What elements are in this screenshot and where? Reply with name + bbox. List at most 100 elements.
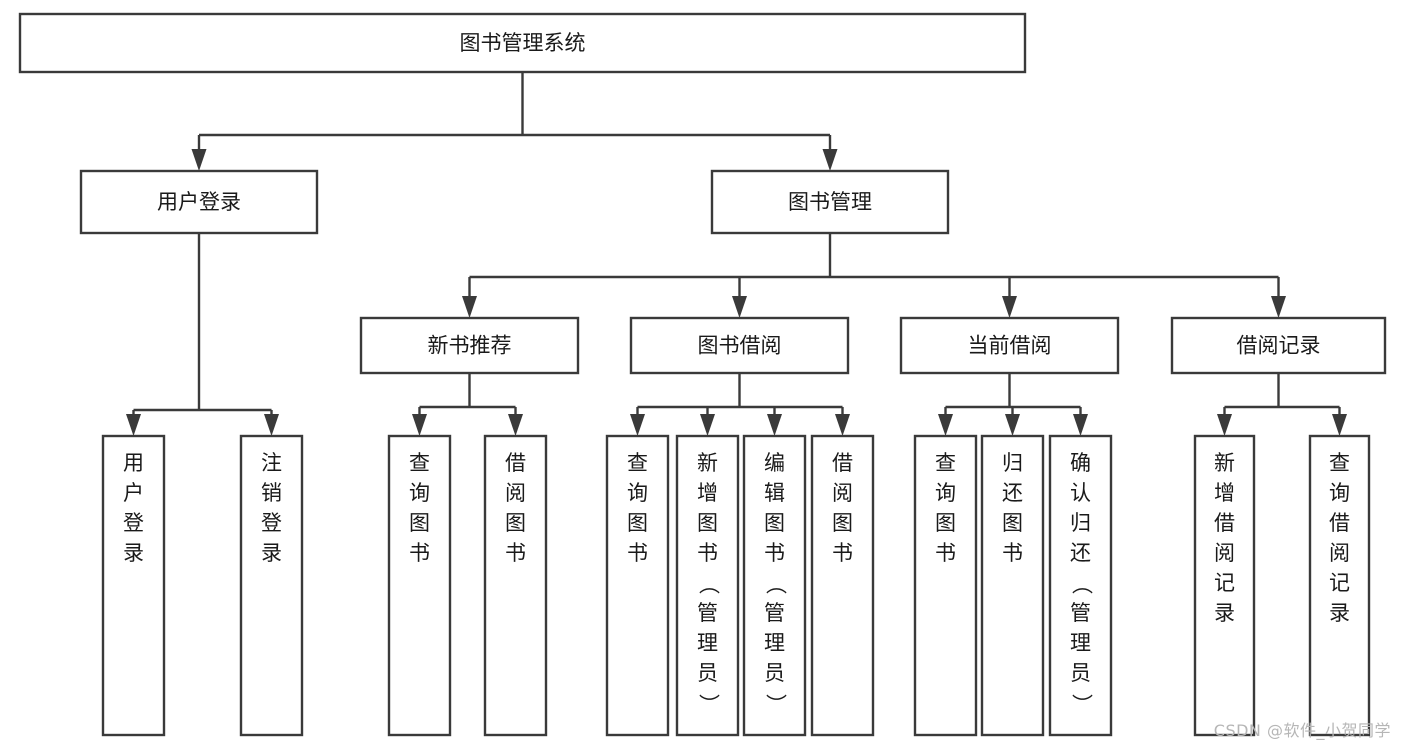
node-box[interactable] (1048, 434, 1113, 737)
arrow-head-icon (700, 414, 715, 436)
node-box[interactable] (913, 434, 978, 737)
node-book-borrow[interactable]: 图书借阅 (629, 316, 850, 375)
node-label-char: 登 (123, 511, 144, 535)
node-layer: 图书管理系统用户登录图书管理新书推荐图书借阅当前借阅借阅记录用户登录注销登录查询… (18, 12, 1387, 737)
node-label-char: ） (764, 694, 788, 715)
node-box[interactable] (742, 434, 807, 737)
node-label-char: 还 (1070, 541, 1091, 565)
arrow-head-icon (767, 414, 782, 436)
node-current-borrow[interactable]: 当前借阅 (899, 316, 1120, 375)
node-borrow-record[interactable]: 借阅记录 (1170, 316, 1387, 375)
node-label-char: 用 (123, 451, 144, 475)
arrow-head-icon (462, 296, 477, 318)
node-label-char: 员 (764, 661, 785, 685)
node-label-char: 新 (1214, 451, 1235, 475)
node-box[interactable] (810, 434, 875, 737)
node-box[interactable] (710, 169, 950, 235)
node-label-char: （ (764, 574, 788, 595)
arrow-head-icon (191, 149, 207, 171)
connector-group-book-borrow (630, 373, 850, 436)
node-label-char: 确 (1070, 451, 1091, 475)
node-new-book-rec[interactable]: 新书推荐 (359, 316, 580, 375)
node-label-char: 注 (261, 451, 282, 475)
node-label-char: 管 (764, 601, 785, 625)
node-label-char: 管 (697, 601, 718, 625)
node-label-char: 登 (261, 511, 282, 535)
node-label-char: 阅 (505, 481, 526, 505)
connector-group-borrow-record (1217, 373, 1347, 436)
node-label-char: 员 (697, 661, 718, 685)
node-label-char: 增 (1214, 481, 1235, 505)
arrow-head-icon (412, 414, 427, 436)
node-box[interactable] (101, 434, 166, 737)
node-label-char: 借 (1214, 511, 1235, 535)
node-box[interactable] (79, 169, 319, 235)
node-label-char: 询 (1329, 481, 1350, 505)
connector-group-root (191, 72, 838, 171)
node-label-char: ） (697, 694, 721, 715)
node-label-char: 户 (123, 481, 144, 505)
node-label-char: 查 (935, 451, 956, 475)
arrow-head-icon (630, 414, 645, 436)
node-box[interactable] (18, 12, 1027, 74)
arrow-head-icon (822, 149, 838, 171)
node-label-char: ） (1070, 694, 1094, 715)
node-label-char: 图 (764, 511, 785, 535)
node-box[interactable] (629, 316, 850, 375)
node-box[interactable] (239, 434, 304, 737)
connector-group-book-manage (462, 233, 1286, 318)
node-root[interactable]: 图书管理系统 (18, 12, 1027, 74)
node-book-manage[interactable]: 图书管理 (710, 169, 950, 235)
node-user-login[interactable]: 用户登录 (79, 169, 319, 235)
node-box[interactable] (359, 316, 580, 375)
node-label-char: 阅 (1329, 541, 1350, 565)
arrow-head-icon (1332, 414, 1347, 436)
node-label-char: 借 (832, 451, 853, 475)
node-label: 当前借阅 (968, 334, 1052, 358)
node-box[interactable] (483, 434, 548, 737)
arrow-head-icon (1073, 414, 1088, 436)
arrow-head-icon (835, 414, 850, 436)
node-box[interactable] (1193, 434, 1256, 737)
node-label-char: 管 (1070, 601, 1091, 625)
node-leaf-user-login[interactable]: 用户登录 (101, 434, 166, 737)
node-label-char: 编 (764, 451, 785, 475)
node-label-char: 认 (1070, 481, 1091, 505)
node-box[interactable] (1308, 434, 1371, 737)
node-label: 新书推荐 (428, 334, 512, 358)
node-label-char: 还 (1002, 481, 1023, 505)
node-label: 图书管理 (788, 190, 872, 214)
node-box[interactable] (605, 434, 670, 737)
node-label-char: （ (697, 574, 721, 595)
node-label-char: 书 (505, 541, 526, 565)
node-box[interactable] (1170, 316, 1387, 375)
node-label-char: 归 (1070, 511, 1091, 535)
node-label-char: 阅 (832, 481, 853, 505)
arrow-head-icon (126, 414, 141, 436)
node-label-char: 录 (261, 541, 282, 565)
node-box[interactable] (980, 434, 1045, 737)
node-label-char: 书 (627, 541, 648, 565)
node-label: 图书管理系统 (460, 31, 586, 55)
node-label-char: 询 (935, 481, 956, 505)
node-label-char: 借 (505, 451, 526, 475)
node-box[interactable] (899, 316, 1120, 375)
node-label-char: 书 (409, 541, 430, 565)
node-box[interactable] (387, 434, 452, 737)
node-box[interactable] (675, 434, 740, 737)
node-label-char: 书 (1002, 541, 1023, 565)
